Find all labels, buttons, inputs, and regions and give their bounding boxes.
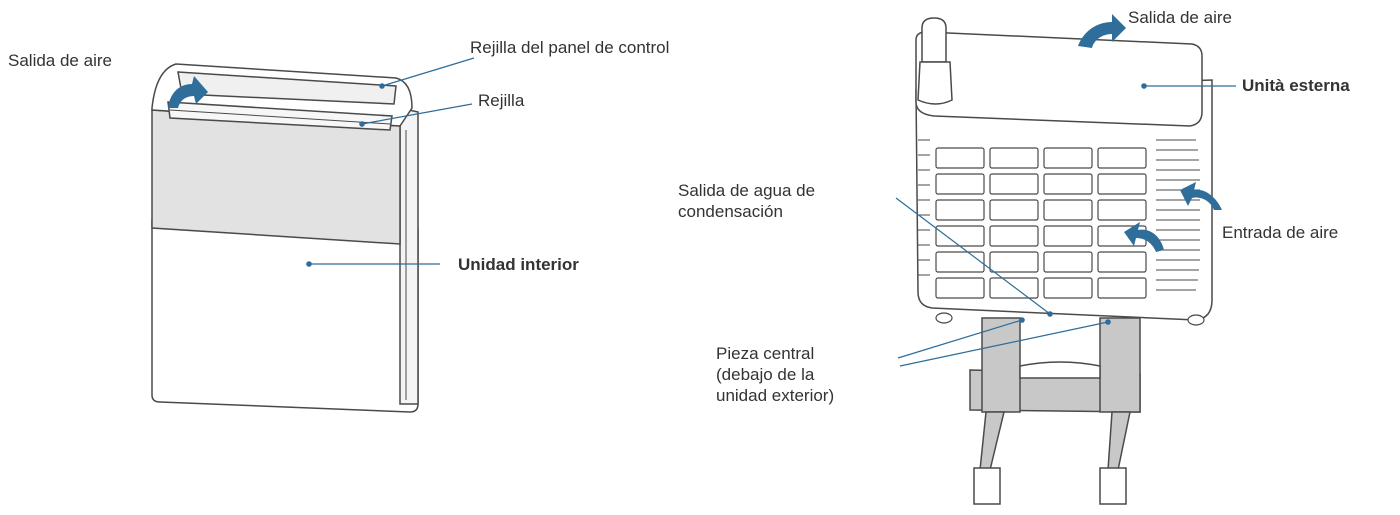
air-outlet-arrow-right bbox=[1078, 14, 1126, 48]
leader-pieza-1 bbox=[897, 319, 1023, 359]
stand-foot-right bbox=[1099, 467, 1127, 505]
air-inlet-arrow-side bbox=[1180, 182, 1222, 210]
leader-dot-pieza-2 bbox=[1105, 319, 1111, 325]
label-pieza-line1: Pieza central bbox=[716, 344, 815, 363]
stand-notch bbox=[1019, 361, 1101, 379]
label-salida-aire-right: Salida de aire bbox=[1128, 8, 1232, 27]
leader-pieza-2 bbox=[899, 321, 1109, 367]
air-inlet-arrow-front bbox=[1124, 222, 1164, 252]
stand-leg-left bbox=[979, 411, 1005, 471]
leader-rejilla-panel bbox=[381, 57, 475, 87]
leader-dot-rejilla-panel bbox=[379, 83, 385, 89]
label-salida-aire-left: Salida de aire bbox=[8, 51, 112, 70]
control-panel-grille bbox=[177, 71, 397, 105]
leader-rejilla bbox=[361, 103, 473, 125]
outdoor-foot bbox=[935, 312, 953, 324]
air-outlet-arrow-left bbox=[168, 76, 208, 108]
leader-dot-unidad-interior bbox=[306, 261, 312, 267]
label-entrada-aire: Entrada de aire bbox=[1222, 223, 1339, 242]
stand-post-right bbox=[1099, 317, 1141, 413]
indoor-unit-side bbox=[399, 107, 419, 405]
label-rejilla-panel: Rejilla del panel de control bbox=[470, 38, 670, 57]
grille bbox=[167, 101, 393, 131]
stand-post-left bbox=[981, 317, 1021, 413]
label-pieza-central: Pieza central (debajo de la unidad exter… bbox=[716, 343, 834, 406]
outdoor-unit bbox=[915, 17, 1213, 505]
label-pieza-line3: unidad exterior) bbox=[716, 386, 835, 405]
outdoor-pipe bbox=[921, 17, 947, 63]
label-pieza-line2: (debajo de la bbox=[716, 365, 815, 384]
outdoor-grid bbox=[935, 147, 1147, 299]
stand-foot-left bbox=[973, 467, 1001, 505]
indoor-unit-body bbox=[151, 219, 419, 413]
label-salida-agua: Salida de agua de condensación bbox=[678, 180, 815, 222]
indoor-unit bbox=[151, 63, 419, 413]
label-salida-agua-line1: Salida de agua de bbox=[678, 181, 816, 200]
label-rejilla: Rejilla bbox=[478, 91, 525, 110]
leader-dot-pieza-1 bbox=[1019, 317, 1025, 323]
outdoor-pipe-base bbox=[917, 61, 953, 105]
stand bbox=[969, 317, 1141, 505]
leader-salida-agua bbox=[895, 197, 1051, 315]
stand-leg-right bbox=[1107, 411, 1131, 471]
leader-dot-rejilla bbox=[359, 121, 365, 127]
outdoor-side-fins bbox=[918, 139, 1200, 291]
leader-dot-unita-esterna bbox=[1141, 83, 1147, 89]
label-unita-esterna: Unità esterna bbox=[1242, 76, 1350, 95]
label-unidad-interior: Unidad interior bbox=[458, 255, 579, 274]
label-salida-agua-line2: condensación bbox=[678, 202, 783, 221]
leader-dot-salida-agua bbox=[1047, 311, 1053, 317]
outdoor-unit-lid bbox=[915, 31, 1203, 127]
grille-slat bbox=[169, 109, 391, 125]
indoor-unit-band bbox=[151, 109, 401, 245]
outdoor-foot bbox=[1187, 314, 1205, 326]
